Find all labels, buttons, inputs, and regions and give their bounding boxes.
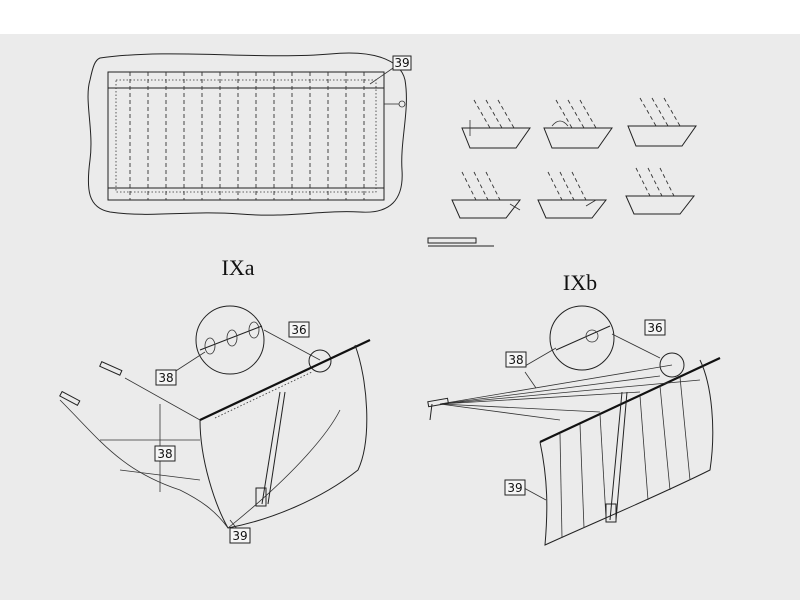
ixb-label-39: 39	[507, 481, 522, 495]
ixa-label-36: 36	[291, 323, 306, 337]
figure-title-ixb: IXb	[563, 270, 597, 295]
ixb-sail-seams	[559, 376, 691, 539]
ixb-figure: 38 36 39	[427, 305, 721, 546]
seam-detail-sketches	[427, 97, 697, 247]
ixa-label-39: 39	[232, 529, 247, 543]
ixa-label-38-box	[155, 369, 177, 386]
paper-sheet	[0, 34, 800, 600]
seam-sketch-3	[627, 97, 697, 147]
ixa-detail-magnifier	[195, 305, 332, 375]
seam-sketch-1	[461, 99, 531, 149]
ruler-strip	[427, 237, 494, 247]
ixb-sail-body	[539, 359, 714, 546]
seam-sketch-6	[625, 167, 696, 215]
part-label-39: 39	[394, 56, 409, 70]
seam-sketch-4	[451, 171, 522, 219]
figure-title-ixa: IXa	[222, 255, 255, 280]
sail-outline	[107, 71, 385, 201]
seam-sketch-2	[543, 99, 613, 149]
part-label-box	[392, 55, 412, 71]
ixb-mast	[609, 391, 623, 521]
ixb-label-38: 38	[508, 353, 523, 367]
ixb-detail-magnifier	[549, 305, 685, 378]
ixa-mast	[261, 391, 281, 505]
cloth-outline	[87, 52, 407, 216]
ixb-label-36-box	[644, 319, 666, 336]
ixa-belaying-pins	[59, 361, 123, 407]
sail-hem-line	[115, 79, 377, 193]
sail-pattern-figure: 39	[87, 52, 412, 216]
pin-marker	[398, 100, 406, 108]
ixa-label-39-box	[229, 527, 251, 544]
ixa-label-38-top: 38	[158, 371, 173, 385]
ixa-yard	[199, 339, 371, 421]
ixa-figure: 38 36 38 39	[59, 305, 371, 544]
ixa-sail-body	[199, 344, 368, 529]
ixb-label-38-box	[505, 351, 527, 368]
seam-sketch-5	[537, 171, 608, 219]
ixa-label-38b-box	[154, 445, 176, 462]
ixb-label-39-box	[504, 479, 526, 496]
ixb-rigging	[439, 364, 701, 421]
ixb-label-36: 36	[647, 321, 662, 335]
sail-seam-lines	[129, 72, 365, 200]
ixa-label-38-bottom: 38	[157, 447, 172, 461]
ixb-yard	[539, 357, 721, 443]
leader-line	[369, 65, 397, 85]
ixa-label-36-box	[288, 321, 310, 338]
ixb-belaying-pins	[427, 397, 449, 421]
